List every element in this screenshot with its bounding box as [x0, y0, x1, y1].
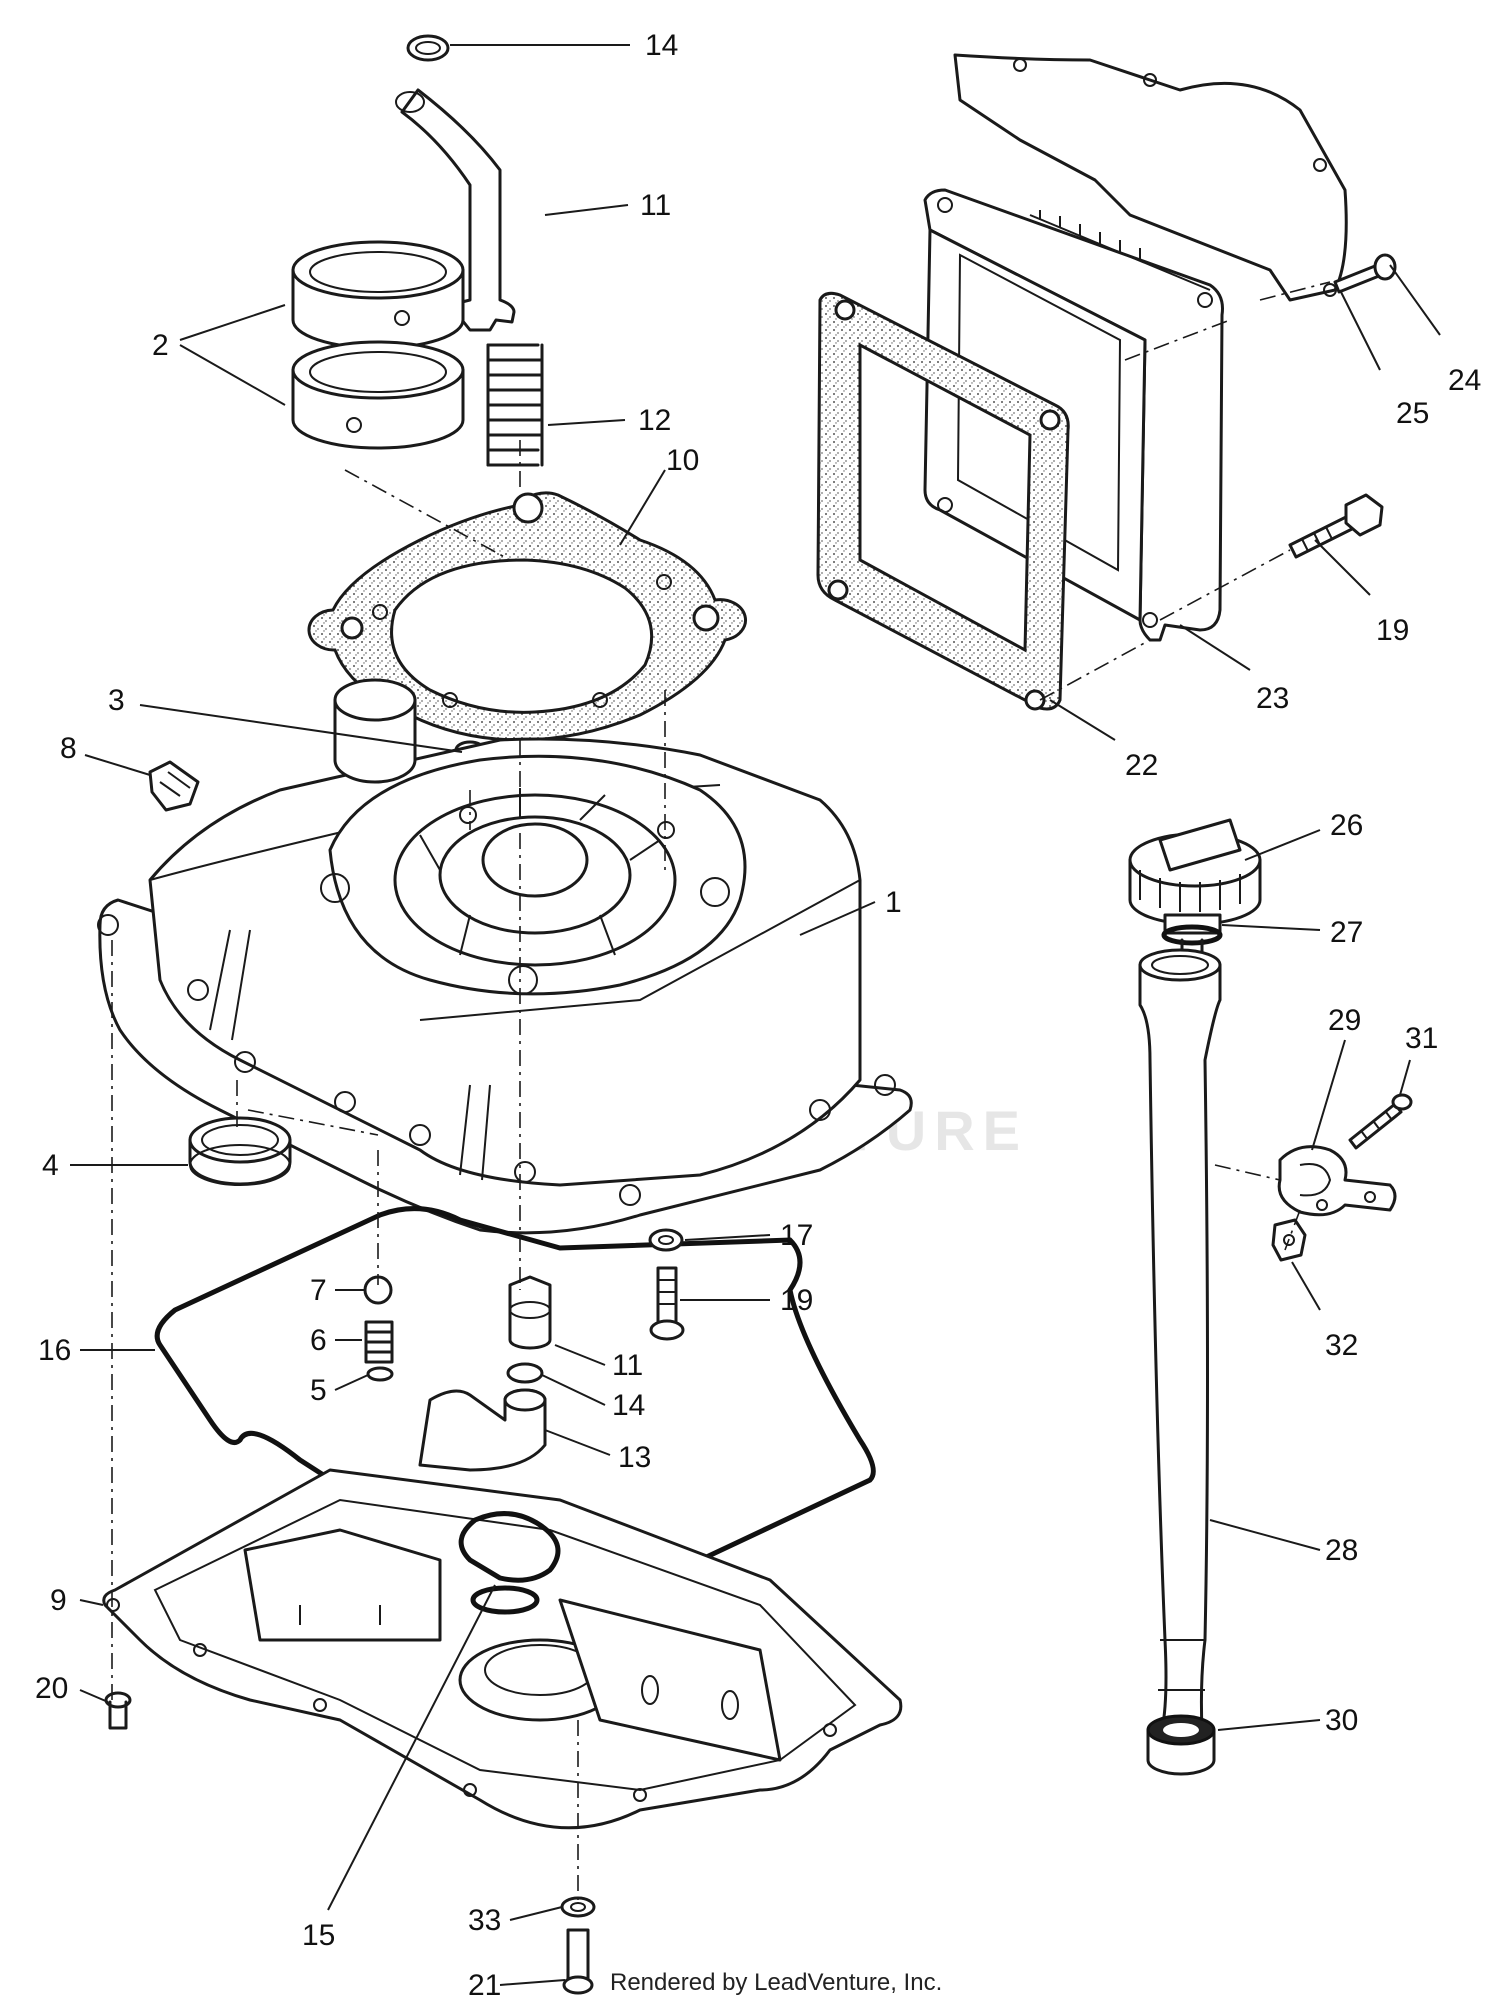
footer-credit: Rendered by LeadVenture, Inc.: [610, 1969, 942, 1996]
center-lines: [111, 281, 1331, 1900]
callout-9: 9: [50, 1584, 67, 1617]
part-28-dipstick-tube: [1138, 948, 1222, 1739]
callout-10: 10: [666, 444, 699, 477]
callout-5: 5: [310, 1374, 327, 1407]
callout-11a: 11: [640, 189, 671, 222]
callout-29: 29: [1328, 1004, 1361, 1037]
callout-14a: 14: [645, 29, 678, 62]
part-1-crankcase-cover: [97, 678, 913, 1235]
part-8-plug: [148, 760, 200, 812]
callout-6: 6: [310, 1324, 327, 1357]
part-6-spring: [364, 1320, 394, 1364]
callout-17: 17: [780, 1219, 813, 1252]
part-26-filler-cap: [1128, 818, 1262, 926]
callout-23: 23: [1256, 682, 1289, 715]
callout-19a: 19: [1376, 614, 1409, 647]
callout-27: 27: [1330, 916, 1363, 949]
callout-33: 33: [468, 1904, 501, 1937]
part-2-bushings: [291, 240, 465, 450]
part-33-washer: [560, 1896, 596, 1918]
callout-22: 22: [1125, 749, 1158, 782]
callout-28: 28: [1325, 1534, 1358, 1567]
callout-21: 21: [468, 1969, 501, 2002]
part-13-oil-pickup: [418, 1388, 547, 1472]
callout-8: 8: [60, 732, 77, 765]
part-4-oil-seal: [188, 1116, 292, 1186]
callout-24: 24: [1448, 364, 1481, 397]
part-16-seal-ring: [154, 1206, 876, 1576]
callout-12: 12: [638, 404, 671, 437]
part-31-screw: [1348, 1093, 1413, 1150]
callout-11b: 11: [612, 1349, 643, 1382]
part-19-bolt-upper: [1288, 493, 1384, 559]
callout-31: 31: [1405, 1022, 1438, 1055]
callout-26: 26: [1330, 809, 1363, 842]
callout-30: 30: [1325, 1704, 1358, 1737]
callout-2: 2: [152, 329, 169, 362]
callout-14b: 14: [612, 1389, 645, 1422]
part-5-clip: [366, 1366, 394, 1382]
callout-3: 3: [108, 684, 125, 717]
part-17-washer: [648, 1228, 684, 1252]
callout-7: 7: [310, 1274, 327, 1307]
part-19-bolt-lower: [649, 1266, 685, 1341]
callouts: 14 11 2 12 10 3 8 1 4 7 6 16 5 11 14 13 …: [35, 29, 1481, 2002]
callout-16: 16: [38, 1334, 71, 1367]
callout-32: 32: [1325, 1329, 1358, 1362]
callout-25: 25: [1396, 397, 1429, 430]
part-29-clamp: [1277, 1145, 1397, 1217]
callout-15: 15: [302, 1919, 335, 1952]
part-21-bolt: [562, 1928, 594, 1995]
callout-1: 1: [885, 886, 902, 919]
part-24-screw: [1333, 253, 1397, 294]
part-14-o-ring-lower: [506, 1362, 544, 1384]
part-14-o-ring-top: [406, 34, 450, 62]
callout-4: 4: [42, 1149, 59, 1182]
part-11-breather-tube: [395, 88, 516, 332]
callout-13: 13: [618, 1441, 651, 1474]
part-11-tube-small: [508, 1275, 552, 1350]
part-23-breather-cover: [923, 188, 1224, 642]
part-9-oil-pan: [102, 1468, 903, 1830]
part-20-bolt: [104, 1691, 132, 1730]
callout-20: 20: [35, 1672, 68, 1705]
part-30-grommet: [1146, 1714, 1216, 1776]
part-12-spring: [486, 343, 544, 467]
callout-19b: 19: [780, 1284, 813, 1317]
leader-lines: [70, 44, 1441, 1986]
part-22-gasket: [816, 291, 1070, 711]
part-10-gasket: [307, 491, 747, 742]
